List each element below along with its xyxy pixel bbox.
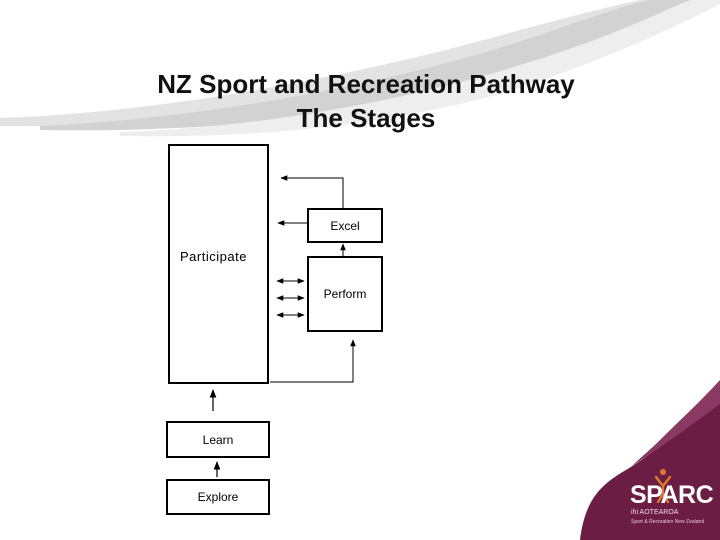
- excel-label: Excel: [330, 218, 360, 233]
- explore-stage-box: Explore: [166, 479, 270, 515]
- learn-stage-box: Learn: [166, 421, 270, 458]
- excel-stage-box: Excel: [307, 208, 383, 243]
- perform-stage-box: Perform: [307, 256, 383, 332]
- explore-label: Explore: [197, 490, 239, 504]
- sparc-logo-figure-icon: [654, 469, 672, 504]
- page-title: NZ Sport and Recreation Pathway: [157, 69, 575, 99]
- page-subtitle: The Stages: [296, 103, 436, 133]
- sparc-logo-subtitle: ihi AOTEAROA: [631, 509, 679, 516]
- sparc-logo: SPARC: [630, 481, 714, 509]
- sparc-logo-tagline: Sport & Recreation New Zealand: [631, 519, 705, 525]
- participate-label: Participate: [180, 249, 258, 265]
- learn-label: Learn: [202, 432, 234, 447]
- header-swoosh-graphic: [0, 0, 720, 137]
- perform-label: Perform: [323, 287, 367, 301]
